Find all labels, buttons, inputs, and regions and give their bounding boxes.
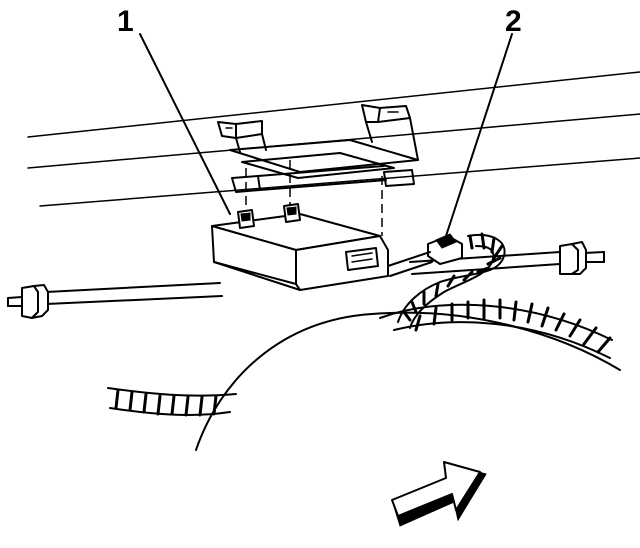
arrow-forward-icon xyxy=(391,461,487,527)
callout-1-label: 1 xyxy=(117,5,134,38)
conduit-wrap-left xyxy=(107,387,237,417)
harness-clip xyxy=(387,233,463,277)
conduit-wrap-right xyxy=(414,298,612,354)
callout-1: 1 xyxy=(117,5,231,215)
wiring-harness xyxy=(397,232,506,329)
roof-panel-lines xyxy=(27,71,640,207)
alignment-lines xyxy=(245,160,383,236)
module-box xyxy=(211,203,389,291)
callout-2: 2 xyxy=(445,5,522,237)
mounting-bracket xyxy=(217,104,419,193)
callout-2-label: 2 xyxy=(505,5,522,38)
